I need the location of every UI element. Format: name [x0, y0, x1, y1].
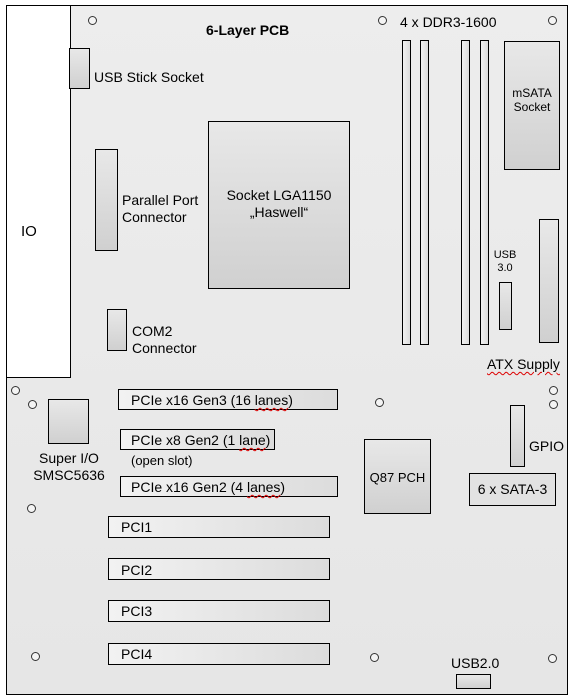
motherboard-board — [6, 5, 568, 695]
usb3-header — [499, 282, 512, 330]
mounting-hole — [549, 386, 558, 395]
parallel-port-label-1: Parallel Port — [122, 192, 199, 208]
com2-connector — [107, 309, 127, 351]
pcie-x16-gen2-slot — [120, 476, 338, 497]
io-panel — [7, 6, 71, 378]
usb2-header — [456, 674, 491, 689]
usb-stick-socket — [69, 48, 90, 89]
mounting-hole — [28, 400, 37, 409]
pcie-x16-gen3-slot — [118, 389, 338, 410]
parallel-port-connector — [95, 149, 118, 251]
mounting-hole — [370, 653, 379, 662]
atx-supply-connector — [539, 219, 559, 343]
dimm-slot — [402, 40, 411, 345]
super-io-label-2: SMSC5636 — [33, 467, 105, 483]
pci1-slot — [108, 516, 330, 538]
msata-socket — [504, 41, 560, 170]
ddr3-label: 4 x DDR3-1600 — [400, 14, 497, 30]
gpio-label: GPIO — [529, 438, 565, 454]
cpu-socket-label-2: „Haswell“ — [249, 204, 309, 220]
pcie-x8-gen2-slot — [120, 429, 275, 450]
cpu-socket-label-1: Socket LGA1150 — [226, 187, 332, 203]
sata-connectors — [469, 473, 556, 506]
cpu-socket — [208, 121, 350, 289]
pci2-label: PCI2 — [121, 562, 153, 578]
super-io-chip — [48, 399, 89, 444]
board-title: 6-Layer PCB — [206, 22, 290, 38]
atx-supply-label: ATX Supply — [487, 356, 560, 372]
mounting-hole — [548, 16, 557, 25]
dimm-slot — [480, 40, 489, 345]
mounting-hole — [378, 16, 387, 25]
msata-label-2: Socket — [513, 100, 551, 114]
parallel-port-label-2: Connector — [122, 209, 187, 225]
pci3-slot — [108, 600, 330, 622]
dimm-slot — [420, 40, 429, 345]
q87-pch-label: Q87 PCH — [369, 470, 426, 485]
pci4-slot — [108, 643, 330, 665]
sata-label: 6 x SATA-3 — [477, 481, 548, 497]
pcie-x16-gen2-label: PCIe x16 Gen2 (4 lanes) — [131, 479, 286, 495]
mounting-hole — [375, 398, 384, 407]
pci1-label: PCI1 — [121, 519, 153, 535]
dimm-slot — [461, 40, 470, 345]
pci3-label: PCI3 — [121, 603, 153, 619]
usb3-label-2: 3.0 — [497, 262, 513, 274]
mounting-hole — [549, 400, 558, 409]
gpio-header — [510, 405, 525, 467]
q87-pch-chip — [364, 439, 431, 514]
com2-label-1: COM2 — [132, 323, 173, 339]
mounting-hole — [31, 652, 40, 661]
mounting-hole — [88, 16, 97, 25]
msata-label-1: mSATA — [512, 86, 552, 100]
pci2-slot — [108, 558, 330, 580]
pcie-x16-gen3-label: PCIe x16 Gen3 (16 lanes) — [131, 392, 293, 408]
mounting-hole — [11, 386, 20, 395]
mounting-hole — [548, 654, 557, 663]
super-io-label-1: Super I/O — [39, 450, 99, 466]
mounting-hole — [27, 504, 36, 513]
usb3-label-1: USB — [493, 249, 517, 261]
pci4-label: PCI4 — [121, 646, 153, 662]
usb2-label: USB2.0 — [451, 655, 500, 671]
pcie-x8-gen2-label: PCIe x8 Gen2 (1 lane) — [131, 432, 271, 448]
open-slot-note: (open slot) — [131, 453, 193, 468]
io-label: IO — [21, 223, 37, 240]
com2-label-2: Connector — [132, 340, 197, 356]
usb-stick-label: USB Stick Socket — [94, 69, 204, 85]
